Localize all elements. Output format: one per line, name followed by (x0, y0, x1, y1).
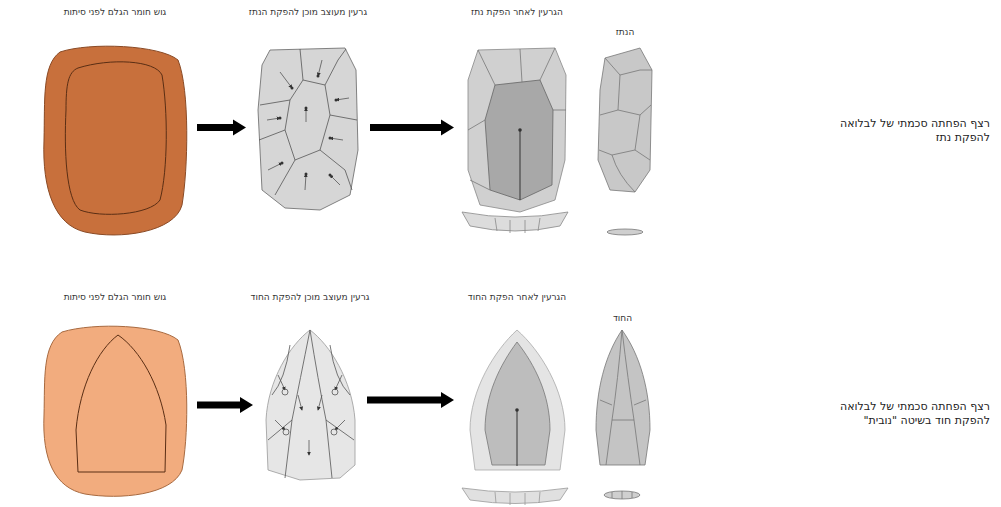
sequence-caption: רצף הפחתה סכמתי של לבלואה להפקת חוד בשיט… (815, 400, 990, 428)
core-outline (65, 62, 166, 214)
stage-heading: גוש חומר הגלם לפני סיתות (64, 292, 167, 303)
prepared-core (258, 48, 358, 210)
process-arrow (197, 397, 253, 413)
process-arrow (197, 120, 246, 136)
sequence-caption: רצף הפחתה סכמתי של לבלואה להפקת נתז (815, 117, 990, 145)
stage-heading: החוד (613, 313, 632, 324)
stage-heading: גוש חומר הגלם לפני סיתות (64, 7, 167, 18)
stage-heading: גרעין מעוצב מוכן להפקת הנתז (249, 7, 367, 18)
process-arrow (367, 392, 454, 408)
process-arrow (370, 120, 454, 136)
spent-core (462, 48, 568, 233)
flake (598, 48, 652, 235)
illustration-stage: גרעין מעוצב מוכן להפקת הנתז (258, 45, 358, 210)
spent-core (462, 330, 568, 505)
stage-heading: הנתז (616, 27, 635, 38)
illustration-stage: גוש חומר הגלם לפני סיתות (45, 325, 185, 495)
raw-nodule (44, 46, 187, 235)
prepared-core (266, 330, 355, 480)
illustration-stage: הגרעין לאחר הפקת החוד (466, 330, 568, 470)
illustration-stage: הגרעין לאחר הפקת נתז (466, 45, 568, 210)
raw-nodule (44, 326, 187, 496)
illustration-stage: הנתז (598, 45, 652, 193)
stage-heading: הגרעין לאחר הפקת החוד (468, 292, 566, 303)
illustration-stage: גוש חומר הגלם לפני סיתות (45, 45, 185, 235)
illustration-stage: גרעין מעוצב מוכן להפקת החוד (265, 330, 355, 480)
stage-heading: הגרעין לאחר הפקת נתז (471, 7, 563, 18)
point (596, 330, 650, 499)
core-outline (76, 335, 166, 472)
illustration-stage: החוד (595, 330, 650, 465)
stage-heading: גרעין מעוצב מוכן להפקת החוד (251, 292, 370, 303)
